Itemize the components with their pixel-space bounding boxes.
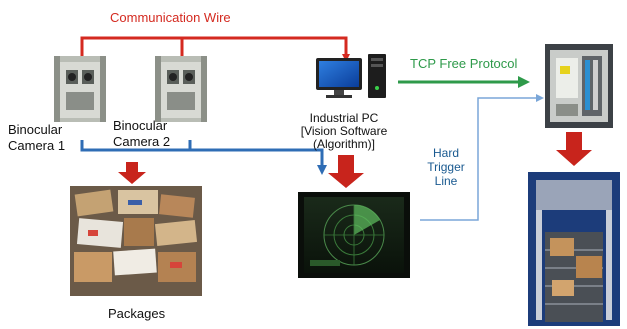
industrial-pc-icon <box>316 54 386 98</box>
pc-label-line2: [Vision Software <box>300 124 388 138</box>
pc-label-line1: Industrial PC <box>309 111 379 125</box>
binocular-camera-1 <box>54 56 106 122</box>
camera-2-label-line2: Camera 2 <box>113 134 171 149</box>
camera-2-label: Binocular Camera 2 <box>113 118 170 150</box>
communication-wire <box>80 36 350 62</box>
flow-arrow-to-screen <box>328 155 364 188</box>
sorting-machine-photo <box>545 44 613 128</box>
trigger-label-line3: Line <box>434 174 458 188</box>
camera-signal-line <box>80 140 327 175</box>
trigger-label-line1: Hard <box>432 146 459 160</box>
camera-1-label-line1: Binocular <box>8 122 63 137</box>
flow-arrow-to-conveyor <box>556 132 592 166</box>
hard-trigger-line <box>420 94 544 221</box>
industrial-pc-label: Industrial PC [Vision Software (Algorith… <box>284 112 404 151</box>
radar-display-screen <box>298 192 410 278</box>
tcp-protocol-label: TCP Free Protocol <box>410 56 518 71</box>
flow-arrow-to-packages <box>118 162 146 184</box>
communication-wire-label: Communication Wire <box>110 10 231 25</box>
camera-1-label: Binocular Camera 1 <box>8 122 65 154</box>
camera-1-label-line2: Camera 1 <box>8 138 66 153</box>
parcel-pile-photo <box>70 186 202 296</box>
binocular-camera-2 <box>155 56 207 122</box>
pc-label-line3: (Algorithm)] <box>312 137 375 151</box>
trigger-label-line2: Trigger <box>427 160 465 174</box>
camera-2-label-line1: Binocular <box>113 118 168 133</box>
hard-trigger-label: Hard Trigger Line <box>420 146 472 188</box>
conveyor-photo <box>528 172 620 326</box>
packages-label: Packages <box>108 306 166 321</box>
